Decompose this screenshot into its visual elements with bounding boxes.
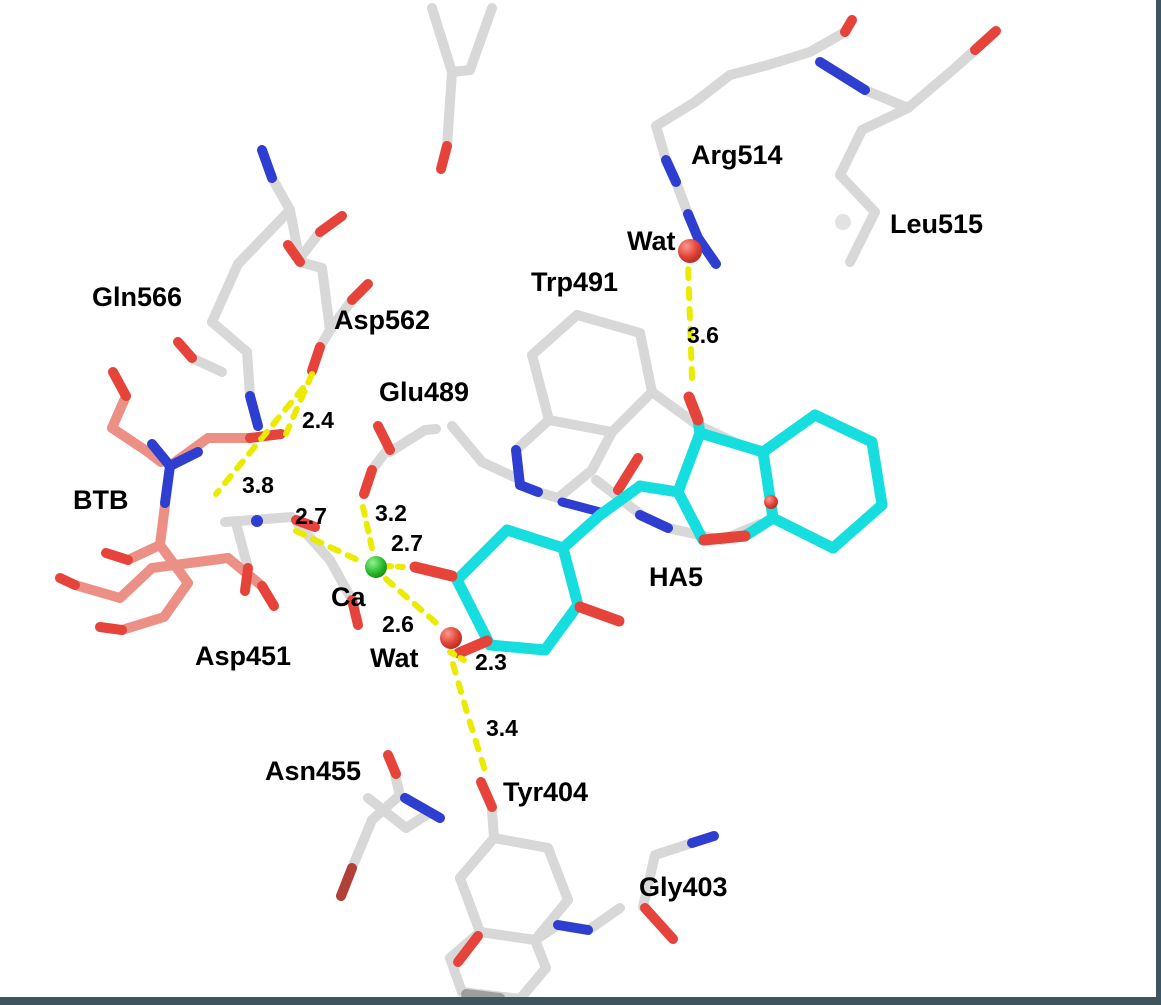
distance-2-3: 2.3 [475,649,507,675]
label-glu489: Glu489 [379,377,470,407]
ligand-ring-oxygen-ball [764,495,778,509]
hbond-3-8 [213,385,306,497]
ligand-ha5-sticks [451,409,888,656]
asp451-nitrogen-ball [251,515,263,527]
water-sphere-bottom [440,627,462,649]
ligand-oxygen-sticks [409,391,751,659]
label-ha5: HA5 [649,562,704,592]
distance-2-6: 2.6 [382,611,414,637]
label-btb: BTB [73,485,129,515]
label-gln566: Gln566 [92,282,183,312]
hbond-2-4 [283,371,315,437]
hbond-3-6 [685,261,695,381]
label-leu515: Leu515 [890,209,984,239]
distance-2-4: 2.4 [302,407,334,433]
distance-3-6: 3.6 [687,322,719,348]
hbond-dashes [213,261,695,777]
frame-bottom-edge [0,997,1161,1005]
nitrogen-sticks [147,57,870,935]
frame-right-edge [1156,0,1161,1005]
dark-oxygen-sticks [336,863,357,901]
label-tyr404: Tyr404 [503,777,589,807]
distance-2-7-right: 2.7 [391,530,423,556]
calcium-sphere [365,556,387,578]
hbond-3-4 [450,661,489,777]
water-sphere-top [678,239,702,263]
oxygen-sticks [55,15,1001,967]
distance-2-7-left: 2.7 [295,503,327,529]
label-wat-top: Wat [627,226,676,256]
label-asp562: Asp562 [334,305,431,335]
hbond-2-3 [447,649,467,663]
distance-3-8: 3.8 [242,472,274,498]
label-wat-bottom: Wat [370,643,419,673]
hbond-3-2 [360,504,376,556]
hbond-2-6 [383,576,445,631]
protein-carbon-sticks [187,3,980,1004]
hbond-2-7-right [383,563,407,570]
label-ca: Ca [331,582,366,612]
distance-3-2: 3.2 [375,500,407,526]
label-arg514: Arg514 [691,140,783,170]
leu515-atom-knob [835,214,851,230]
label-asp451: Asp451 [195,641,292,671]
hbond-2-7-left [293,528,365,565]
label-trp491: Trp491 [531,267,619,297]
label-asn455: Asn455 [265,756,362,786]
label-gly403: Gly403 [639,872,728,902]
distance-3-4: 3.4 [486,715,518,741]
